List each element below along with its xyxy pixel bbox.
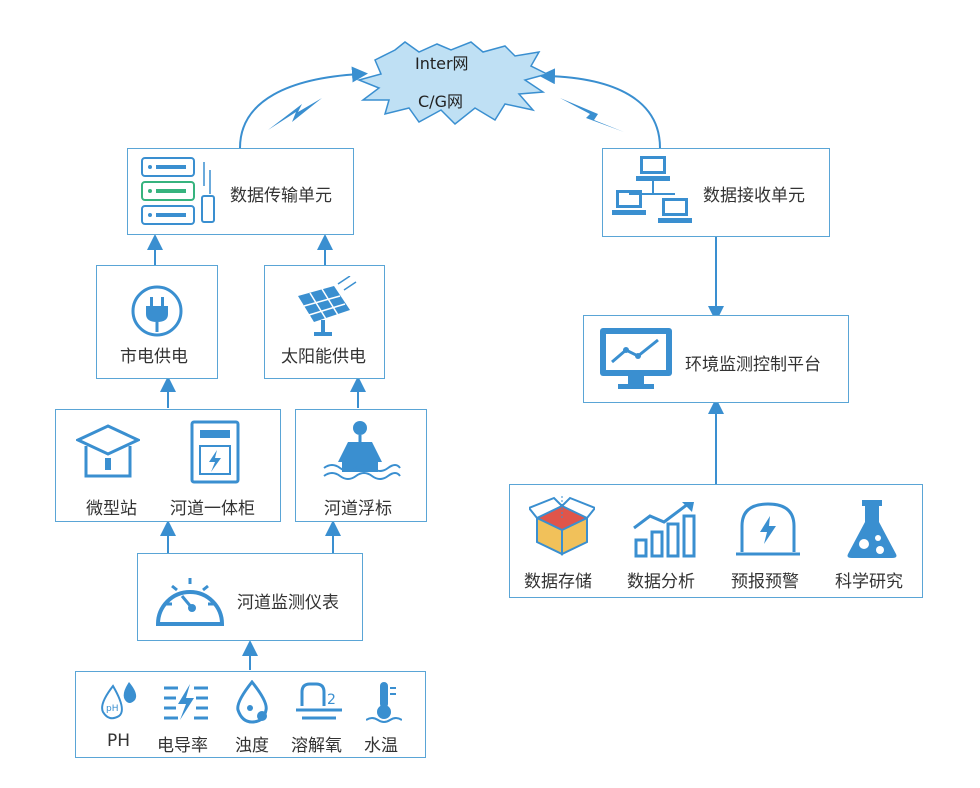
flask-icon: [847, 500, 897, 558]
cabinet-label: 河道一体柜: [170, 499, 255, 519]
solar-panel-icon: [298, 276, 357, 336]
platform-label: 环境监测控制平台: [685, 355, 821, 375]
buoy-label: 河道浮标: [324, 499, 392, 519]
transmission-unit-label: 数据传输单元: [230, 186, 332, 206]
sensor-label-water-temp: 水温: [364, 736, 398, 756]
buoy-icon: [323, 421, 401, 480]
station-cabinet-box: [55, 409, 281, 522]
server-rack-icon: [141, 157, 215, 225]
sensor-label-dissolved-oxygen: 溶解氧: [291, 736, 342, 756]
warning-icon: [736, 502, 800, 556]
thermometer-icon: [366, 682, 402, 723]
sensor-label-ph: PH: [107, 731, 131, 751]
monitor-trend-icon: [600, 328, 672, 389]
app-label-research: 科学研究: [835, 572, 903, 592]
arc-dtu-to-cloud: [239, 66, 368, 149]
turbidity-drop-icon: [236, 680, 268, 724]
right-signal-bolt: [560, 98, 624, 132]
sensor-label-conductivity: 电导率: [157, 736, 208, 756]
storage-box-icon: [529, 496, 595, 556]
app-label-warning: 预报预警: [731, 572, 799, 592]
internet-label: Inter网: [415, 54, 469, 73]
ph-drops-icon: pH: [101, 682, 137, 720]
power-plug-icon: [131, 285, 183, 337]
svg-text:2: 2: [327, 692, 336, 708]
network-cloud: [356, 41, 550, 126]
instrument-label: 河道监测仪表: [237, 593, 339, 613]
mobile-network-label: C/G网: [418, 92, 463, 111]
left-signal-bolt: [268, 98, 322, 130]
micro-station-label: 微型站: [86, 499, 137, 519]
solar-power-label: 太阳能供电: [281, 347, 366, 367]
app-label-storage: 数据存储: [524, 572, 592, 592]
bar-chart-icon: [633, 502, 696, 558]
app-label-analysis: 数据分析: [627, 572, 695, 592]
arc-receiver-to-cloud: [539, 68, 661, 149]
cabinet-icon: [190, 420, 240, 484]
mains-power-label: 市电供电: [120, 347, 188, 367]
svg-text:pH: pH: [106, 704, 118, 714]
sensor-label-turbidity: 浊度: [235, 736, 269, 756]
networked-computers-icon: [612, 156, 692, 223]
gauge-icon: [155, 578, 225, 626]
receiving-unit-label: 数据接收单元: [703, 186, 805, 206]
micro-station-icon: [76, 424, 140, 478]
conductivity-icon: [164, 684, 208, 720]
dissolved-oxygen-icon: 2: [296, 682, 342, 720]
